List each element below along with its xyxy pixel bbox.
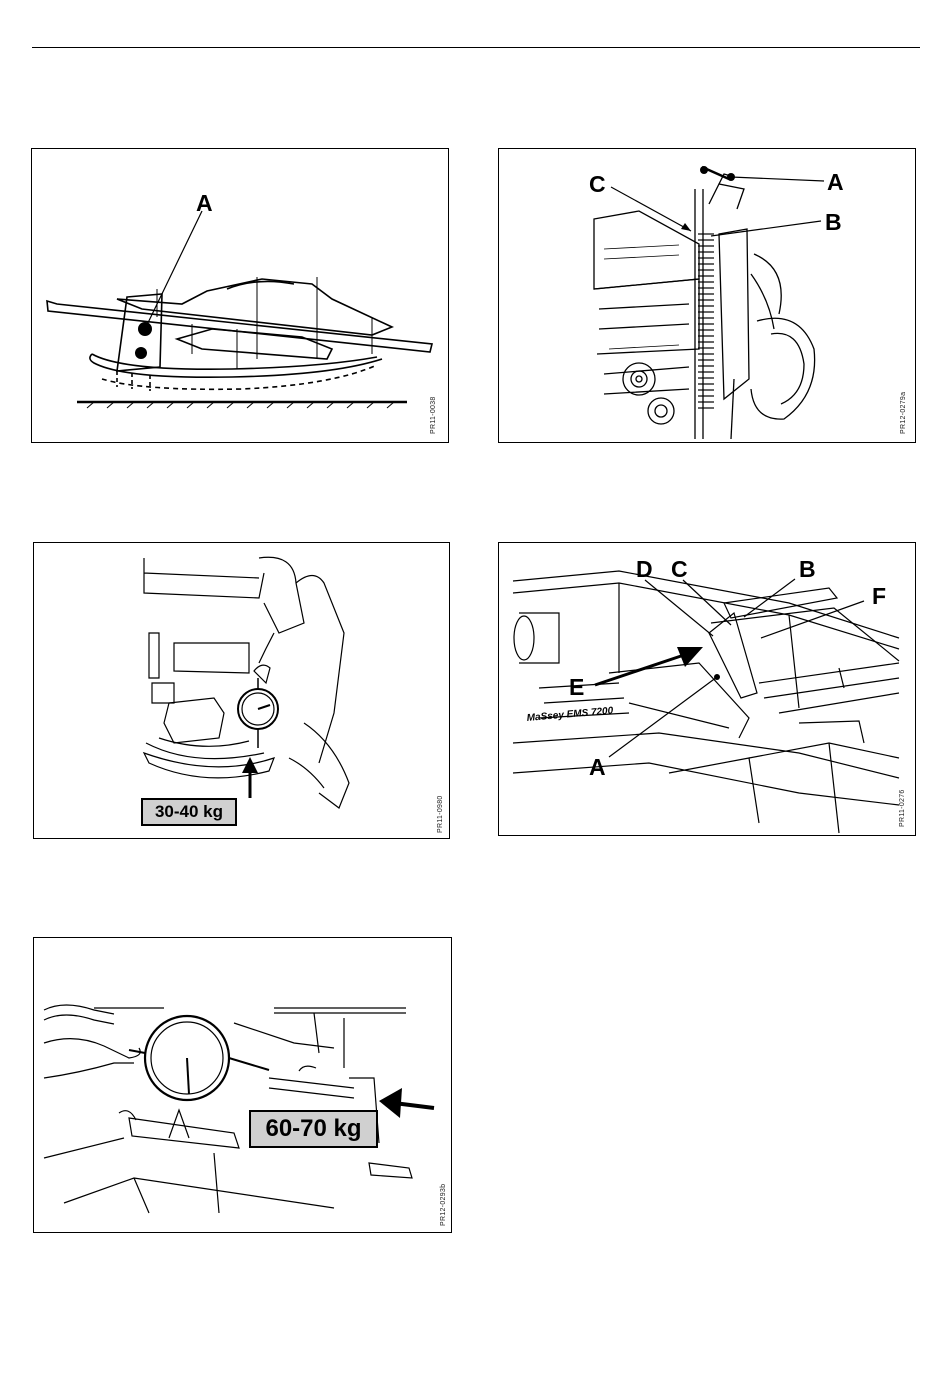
label-f: F: [872, 583, 886, 609]
figure-code: PR12-0279a: [900, 392, 907, 434]
label-c: C: [671, 556, 688, 582]
figure-code: PR12-0293b: [440, 1184, 447, 1226]
label-b: B: [825, 209, 842, 235]
weight-label: 30-40 kg: [141, 798, 237, 826]
label-c: C: [589, 171, 606, 197]
figure-cutterbar: A PR11-0038: [31, 148, 449, 443]
label-a: A: [589, 754, 606, 780]
figure-code: PR11-0980: [437, 795, 444, 833]
weight-label: 60-70 kg: [249, 1110, 378, 1148]
header-rule: [32, 47, 920, 48]
figure-code: PR11-0038: [430, 396, 437, 434]
figure-scale-pull: 60-70 kg PR12-0293b: [33, 937, 452, 1233]
figure-code: PR11-0276: [899, 789, 906, 827]
mower-drawing: MaSsey EMS 7200 D C B F E A: [499, 543, 916, 836]
spring-drawing: A B C: [499, 149, 916, 443]
figure-mower-adjustment: MaSsey EMS 7200 D C B F E A PR11-0276: [498, 542, 916, 836]
svg-text:MaSsey EMS 7200: MaSsey EMS 7200: [526, 705, 614, 724]
scale-drawing: [34, 543, 450, 839]
label-e: E: [569, 674, 584, 700]
label-b: B: [799, 556, 816, 582]
label-a: A: [196, 190, 213, 216]
label-a: A: [827, 169, 844, 195]
figure-spring-adjustment: A B C PR12-0279a: [498, 148, 916, 443]
cutterbar-drawing: A: [32, 149, 449, 443]
figure-scale-measurement: 30-40 kg PR11-0980: [33, 542, 450, 839]
label-d: D: [636, 556, 653, 582]
pull-scale-drawing: [34, 938, 452, 1233]
